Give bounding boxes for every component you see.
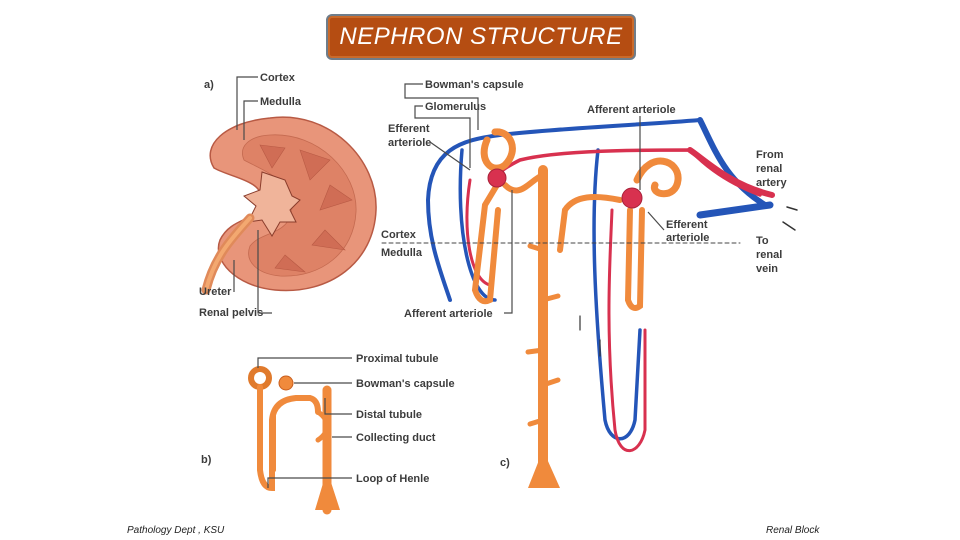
label-renal-pelvis: Renal pelvis <box>199 307 263 319</box>
panel-b-leaders <box>257 357 352 488</box>
footer-block: Renal Block <box>766 525 820 536</box>
label-glomerulus: Glomerulus <box>425 101 486 113</box>
label-to-renal-vein-line2: renal <box>756 249 782 261</box>
label-efferent-arteriole-line1: Efferent <box>388 123 430 135</box>
page-title: NEPHRON STRUCTURE <box>339 23 623 50</box>
label-proximal-tubule: Proximal tubule <box>356 353 439 365</box>
label-efferent-arteriole-right-line1: Efferent <box>666 219 708 231</box>
label-medulla-a: Medulla <box>260 96 302 108</box>
label-efferent-arteriole-right-line2: arteriole <box>666 232 709 244</box>
label-afferent-arteriole-bottom: Afferent arteriole <box>404 308 493 320</box>
vessels-illustration <box>381 117 798 488</box>
panel-b-letter: b) <box>201 454 212 466</box>
label-bowmans-capsule-b: Bowman's capsule <box>356 378 455 390</box>
label-distal-tubule: Distal tubule <box>356 409 422 421</box>
label-efferent-arteriole-line2: arteriole <box>388 137 431 149</box>
label-cortex-a: Cortex <box>260 72 296 84</box>
label-medulla-c: Medulla <box>381 247 423 259</box>
footer-department: Pathology Dept , KSU <box>127 525 225 536</box>
label-cortex-c: Cortex <box>381 229 417 241</box>
panel-a-letter: a) <box>204 79 214 91</box>
kidney-illustration <box>201 116 377 295</box>
label-collecting-duct: Collecting duct <box>356 432 436 444</box>
label-from-renal-artery-line1: From <box>756 149 784 161</box>
panel-c-leaders <box>404 83 665 314</box>
label-to-renal-vein-line1: To <box>756 235 769 247</box>
label-loop-of-henle: Loop of Henle <box>356 473 429 485</box>
label-to-renal-vein-line3: vein <box>756 263 778 275</box>
label-from-renal-artery-line2: renal <box>756 163 782 175</box>
panel-a-leaders <box>233 76 272 314</box>
label-ureter: Ureter <box>199 286 232 298</box>
nephron-illustration <box>248 366 340 515</box>
panel-c-letter: c) <box>500 457 510 469</box>
label-bowmans-capsule-c: Bowman's capsule <box>425 79 524 91</box>
label-afferent-arteriole-top: Afferent arteriole <box>587 104 676 116</box>
label-from-renal-artery-line3: artery <box>756 177 787 189</box>
title-banner: NEPHRON STRUCTURE <box>326 14 636 60</box>
